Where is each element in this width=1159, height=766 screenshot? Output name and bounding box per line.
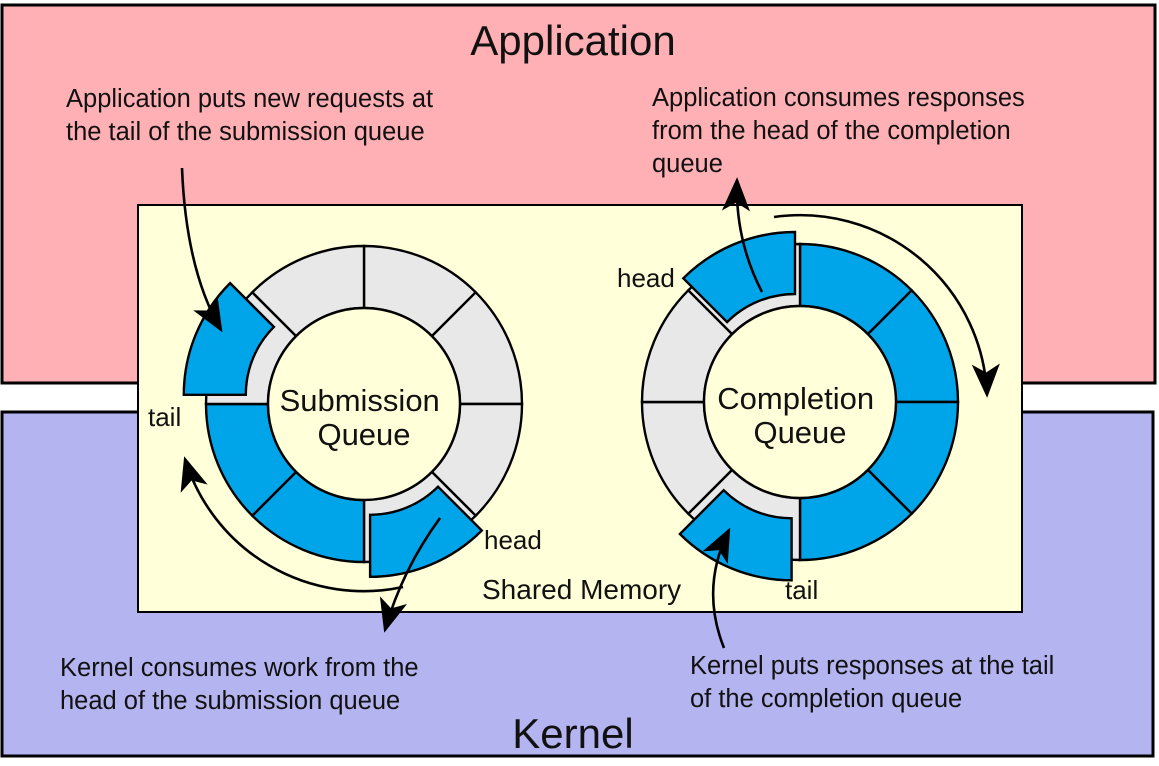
completion-direction-arc <box>773 213 1000 398</box>
annotation-kernel-put: Kernel puts responses at the tail of the… <box>690 652 1061 713</box>
arrow-head-to-app-consume <box>721 177 764 293</box>
submission-direction-arc <box>180 456 404 593</box>
annotation-app-consume: Application consumes responses from the … <box>652 84 1032 178</box>
submission-tail-entry <box>182 281 276 397</box>
completion-queue-ring: Completion Queue <box>640 230 960 582</box>
arrow-head-to-kernel-consume <box>379 517 442 633</box>
submission-queue-ring: Submission Queue <box>182 244 524 579</box>
completion-tail-label: tail <box>785 575 818 605</box>
submission-head-entry <box>368 485 484 579</box>
arrow-app-submit-to-tail <box>180 167 223 333</box>
submission-tail-label: tail <box>148 402 181 432</box>
submission-inner-circle <box>266 306 462 502</box>
completion-tail-entry <box>678 488 793 582</box>
submission-queue-title: Submission Queue <box>280 383 449 452</box>
completion-inner-circle <box>702 304 898 500</box>
completion-head-entry <box>681 230 797 324</box>
completion-popped <box>678 230 797 582</box>
application-title: Application <box>470 17 675 64</box>
submission-head-label: head <box>484 525 542 555</box>
shared-memory-label: Shared Memory <box>482 574 681 605</box>
arrow-kernel-put-to-tail <box>702 527 731 649</box>
completion-head-label: head <box>617 263 675 293</box>
annotation-app-submit: Application puts new requests at the tai… <box>66 85 440 146</box>
submission-popped <box>182 281 484 579</box>
kernel-title: Kernel <box>512 710 633 757</box>
annotation-kernel-consume: Kernel consumes work from the head of th… <box>60 654 426 715</box>
completion-queue-title: Completion Queue <box>717 381 882 450</box>
